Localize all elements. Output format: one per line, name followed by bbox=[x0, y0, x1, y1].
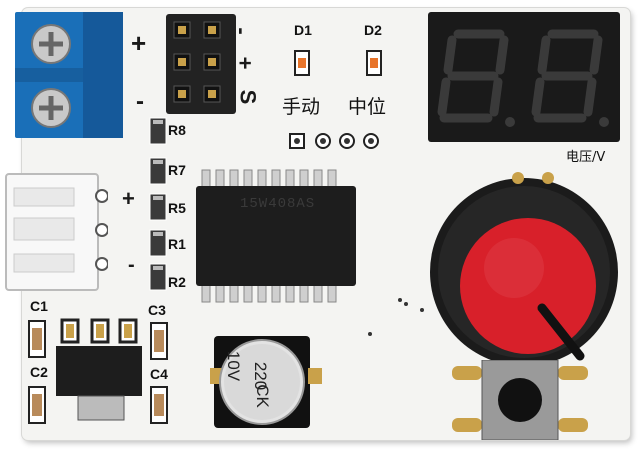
r1-label: R1 bbox=[168, 236, 186, 252]
connector-plus-label: + bbox=[122, 186, 135, 211]
d2-label: D2 bbox=[364, 22, 382, 38]
jst-connector-icon bbox=[4, 168, 109, 296]
capacitor-icon bbox=[28, 320, 46, 358]
ic-chip-icon bbox=[196, 168, 360, 306]
d1-label: D1 bbox=[294, 22, 312, 38]
c4-label: C4 bbox=[150, 366, 168, 382]
pads bbox=[288, 132, 384, 152]
regulator-icon bbox=[52, 318, 148, 424]
chip-marking: 15W408AS bbox=[240, 196, 316, 212]
r5-label: R5 bbox=[168, 200, 186, 216]
electrolytic-capacitor-icon bbox=[210, 336, 324, 428]
terminal-minus-label: - bbox=[136, 88, 144, 115]
pin-header-icon bbox=[166, 14, 236, 114]
header-s-label: S bbox=[235, 89, 261, 105]
r7-label: R7 bbox=[168, 162, 186, 178]
header-minus-label: - bbox=[229, 27, 255, 35]
cap-text-10v: 10V bbox=[224, 350, 244, 382]
screw-terminal-icon bbox=[15, 10, 125, 140]
board-dots bbox=[360, 290, 440, 350]
resistor-column bbox=[148, 114, 168, 292]
c1-label: C1 bbox=[30, 298, 48, 314]
capacitor-icon bbox=[150, 386, 168, 424]
seven-segment-display-icon bbox=[428, 12, 620, 142]
c3-label: C3 bbox=[148, 302, 166, 318]
terminal-plus-label: + bbox=[131, 28, 147, 58]
r8-label: R8 bbox=[168, 122, 186, 138]
c2-label: C2 bbox=[30, 364, 48, 380]
push-button-icon[interactable] bbox=[452, 359, 588, 441]
voltage-label: 电压/V bbox=[566, 150, 606, 165]
header-plus-label: + bbox=[232, 56, 258, 70]
manual-label: 手动 bbox=[282, 96, 321, 118]
capacitor-icon bbox=[150, 322, 168, 360]
led-icon bbox=[366, 50, 382, 76]
cap-text-220: 220 bbox=[251, 361, 271, 391]
capacitor-icon bbox=[28, 386, 46, 424]
middle-label: 中位 bbox=[348, 96, 387, 118]
led-icon bbox=[294, 50, 310, 76]
r2-label: R2 bbox=[168, 274, 186, 290]
connector-minus-label: - bbox=[128, 254, 135, 276]
potentiometer-knob-icon bbox=[428, 168, 624, 368]
